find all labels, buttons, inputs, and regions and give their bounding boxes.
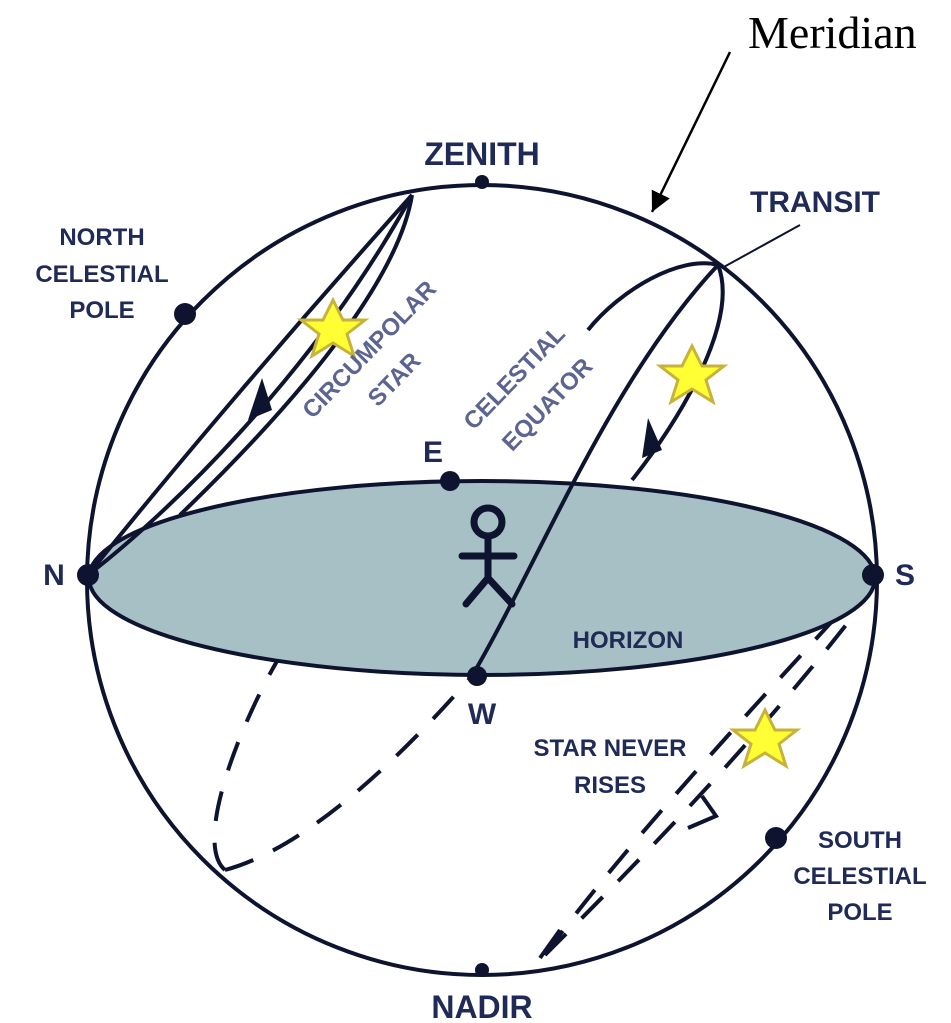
nadir-label: NADIR — [431, 989, 532, 1023]
east-label: E — [423, 436, 443, 469]
zenith-point — [475, 175, 489, 189]
horizon-label: HORIZON — [573, 627, 684, 654]
north-celestial-pole-label-3: POLE — [69, 297, 134, 324]
north-celestial-pole-label-2: CELESTIAL — [35, 261, 168, 288]
west-label: W — [468, 698, 497, 731]
transit-label: TRANSIT — [750, 186, 880, 219]
south-label: S — [895, 559, 915, 592]
east-point — [440, 471, 460, 491]
star-never-rises-label-2: RISES — [574, 772, 646, 799]
north-celestial-pole-label-1: NORTH — [59, 224, 144, 251]
south-celestial-pole-label-3: POLE — [827, 899, 892, 926]
never-rises-star-icon — [733, 710, 797, 766]
meridian-label: Meridian — [748, 7, 917, 58]
nadir-point — [475, 963, 489, 977]
north-label: N — [43, 559, 65, 592]
transit-upper-arc — [588, 263, 718, 330]
transit-arrow — [642, 418, 662, 458]
equator-path-lower-dashed — [225, 676, 472, 870]
west-point — [467, 666, 487, 686]
meridian-pointer-arrow — [652, 52, 730, 212]
south-celestial-pole-label-1: SOUTH — [818, 827, 902, 854]
circumpolar-arrow — [248, 378, 272, 420]
south-point — [862, 564, 884, 586]
transit-pointer-line — [722, 225, 800, 268]
star-never-rises-label-1: STAR NEVER — [534, 735, 687, 762]
south-celestial-pole-label-2: CELESTIAL — [793, 863, 926, 890]
zenith-label: ZENITH — [424, 136, 540, 172]
south-celestial-pole-point — [765, 827, 787, 849]
north-point — [77, 564, 99, 586]
north-celestial-pole-point — [174, 303, 196, 325]
